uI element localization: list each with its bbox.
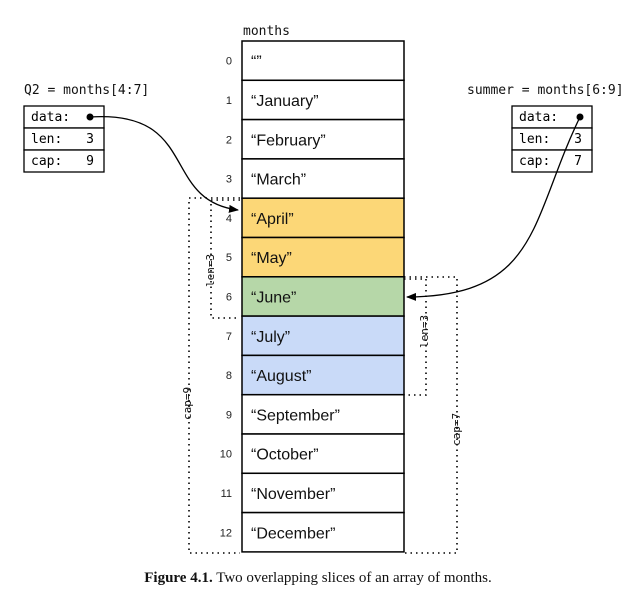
caption-label: Figure 4.1. — [144, 570, 213, 586]
array-index: 4 — [226, 213, 232, 225]
array-index: 9 — [226, 409, 232, 421]
header-field-label: data: — [31, 110, 70, 125]
header-row — [23, 149, 105, 173]
array-cell-value: “March” — [251, 172, 306, 189]
diagram-canvas: months “”0“January”1“February”2“March”3“… — [23, 24, 624, 554]
header-field-value: 3 — [574, 132, 582, 147]
q2-data-pointer-arrow — [89, 116, 239, 213]
figure-caption: Figure 4.1. Two overlapping slices of an… — [0, 570, 636, 587]
summer-slice: summer = months[6:9] data: len: 3 cap: 7 — [467, 83, 624, 173]
header-field-label: len: — [519, 132, 550, 147]
array-cell-value: “December” — [251, 525, 335, 542]
header-field-label: cap: — [31, 154, 62, 169]
array-cell — [241, 511, 405, 553]
q2-slice: Q2 = months[4:7] data: len: 3 cap: 9 — [23, 83, 149, 173]
header-row — [511, 149, 593, 173]
array-cell-value: “” — [251, 54, 262, 71]
array-cell — [241, 354, 405, 396]
array-cell-value: “February” — [251, 132, 326, 149]
array-cell-value: “June” — [251, 289, 296, 306]
array-index: 2 — [226, 134, 232, 146]
array-index: 3 — [226, 174, 232, 186]
array-cell-value: “May” — [251, 250, 292, 267]
q2-declaration: Q2 = months[4:7] — [24, 83, 149, 98]
array-cell-value: “April” — [251, 211, 294, 228]
array-cell — [241, 79, 405, 121]
summer-declaration: summer = months[6:9] — [467, 83, 624, 98]
header-field-value: 3 — [86, 132, 94, 147]
summer-len-label: len=3 — [418, 315, 431, 348]
q2-cap-label: cap=9 — [181, 387, 194, 420]
array-cell — [241, 433, 405, 475]
months-array: “” 0 “January” 1 “February” 2 “March” 3 “April” 4… — [220, 40, 405, 553]
array-cell-value: “January” — [251, 93, 319, 110]
array-cell-value: “July” — [251, 329, 290, 346]
array-index: 10 — [220, 449, 232, 461]
array-cell-value: “August” — [251, 368, 311, 385]
summer-data-pointer-dot — [576, 113, 584, 121]
array-index: 11 — [221, 488, 232, 500]
array-cell — [241, 197, 405, 239]
header-field-value: 9 — [86, 154, 94, 169]
array-index: 1 — [226, 95, 232, 107]
array-cell — [241, 40, 405, 82]
array-cell — [241, 472, 405, 514]
array-title: months — [243, 24, 290, 39]
q2-len-bracket — [210, 199, 240, 319]
array-index: 5 — [226, 252, 232, 264]
array-index: 6 — [226, 291, 232, 303]
header-field-label: cap: — [519, 154, 550, 169]
q2-cap-bracket — [188, 197, 240, 554]
header-field-label: len: — [31, 132, 62, 147]
header-field-value: 7 — [574, 154, 582, 169]
array-index: 12 — [220, 527, 232, 539]
array-cell — [241, 118, 405, 160]
array-cell-value: “October” — [251, 447, 319, 464]
q2-len-label: len=3 — [204, 254, 217, 287]
array-cell-value: “September” — [251, 407, 340, 424]
q2-data-pointer-dot — [86, 113, 94, 121]
array-cell-value: “November” — [251, 486, 335, 503]
array-index: 8 — [226, 370, 232, 382]
caption-text: Two overlapping slices of an array of mo… — [216, 570, 492, 586]
q2-header-box: data: len: 3 cap: 9 — [23, 105, 105, 173]
summer-len-bracket — [404, 278, 427, 396]
summer-cap-label: cap=7 — [450, 413, 463, 446]
array-index: 7 — [226, 331, 232, 343]
header-field-label: data: — [519, 110, 558, 125]
array-index: 0 — [226, 56, 232, 68]
summer-data-pointer-arrow — [406, 116, 581, 301]
array-cell — [241, 276, 405, 317]
